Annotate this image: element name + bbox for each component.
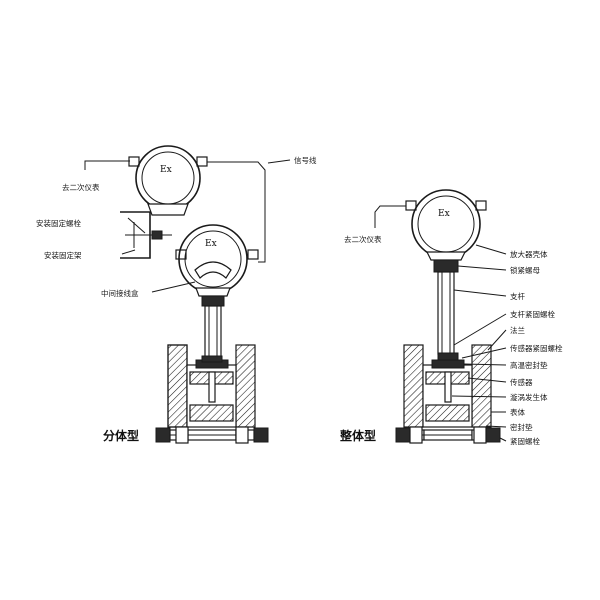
label-meter-body: 表体 <box>510 407 525 417</box>
meter-body-left <box>167 344 256 428</box>
label-flange: 法兰 <box>510 325 525 335</box>
support-rod <box>437 271 455 355</box>
label-fastening-bolt: 紧固螺栓 <box>510 436 540 446</box>
amplifier-housing: Ex <box>405 189 487 261</box>
caption-split-type: 分体型 <box>103 428 139 443</box>
stud-bolt-left <box>155 426 269 444</box>
label-signal-wire: 信号线 <box>294 155 317 165</box>
signal-wire <box>207 161 266 263</box>
label-lock-nut: 锁紧螺母 <box>510 265 540 275</box>
label-sensor-fastening-bolt: 传感器紧固螺栓 <box>510 343 563 353</box>
label-rod-fastening-bolt: 支杆紧固螺栓 <box>510 309 555 319</box>
label-mounting-bracket: 安装固定架 <box>44 250 82 260</box>
split-type-assembly: Ex Ex <box>36 145 317 444</box>
caption-integrated-type: 整体型 <box>339 428 376 443</box>
stud-bolt-right <box>395 426 501 444</box>
label-amplifier-housing: 放大器壳体 <box>510 249 548 259</box>
junction-box: Ex <box>175 224 259 297</box>
ex-mark-integrated: Ex <box>438 209 450 219</box>
ex-mark-upper: Ex <box>160 165 172 175</box>
meter-body-right <box>403 344 492 428</box>
label-junction-box: 中间接线盒 <box>101 288 139 298</box>
label-support-rod: 支杆 <box>510 291 525 301</box>
label-secondary-instrument-right: 去二次仪表 <box>344 234 382 244</box>
label-vortex-generator: 漩涡发生体 <box>510 392 548 402</box>
label-gasket: 密封垫 <box>510 422 533 432</box>
ex-mark-junction: Ex <box>205 239 217 249</box>
lock-nut <box>433 259 459 273</box>
lock-nut-left <box>201 295 225 307</box>
upper-amplifier-housing: Ex <box>120 145 208 259</box>
label-secondary-instrument-left: 去二次仪表 <box>62 182 100 192</box>
label-sensor: 传感器 <box>510 377 533 387</box>
integrated-type-assembly: Ex <box>339 189 563 446</box>
label-high-temp-gasket: 高温密封垫 <box>510 360 548 370</box>
label-mounting-bolt: 安装固定螺栓 <box>36 218 81 228</box>
